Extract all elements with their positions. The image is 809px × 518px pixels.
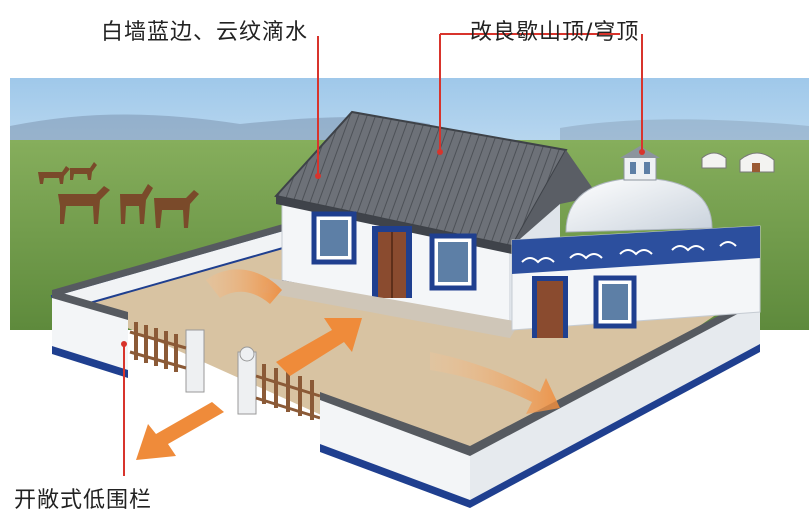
flow-arrow-icon [198,269,282,304]
right-wall [470,300,760,500]
wall-coping [52,222,294,296]
exit-arrow-icon [136,402,224,460]
blue-cloud-band [512,226,760,274]
annotation-fence: 开敞式低围栏 [14,488,153,513]
yurt-icon [739,152,775,173]
low-fence-left [129,322,205,393]
flow-arrow-right-icon [430,352,560,414]
horse-figure-icon [38,162,199,228]
front-wall [320,398,470,500]
annotation-wall: 白墙蓝边、云纹滴水 [101,20,309,45]
low-fence-right [237,346,321,420]
dome-annex [511,146,761,338]
main-house [262,110,598,338]
callout-lines [123,33,643,476]
entry-arrow-icon [276,318,362,376]
annotation-roof: 改良歇山顶/穹顶 [470,20,640,45]
yurt-small-icon [701,152,727,169]
